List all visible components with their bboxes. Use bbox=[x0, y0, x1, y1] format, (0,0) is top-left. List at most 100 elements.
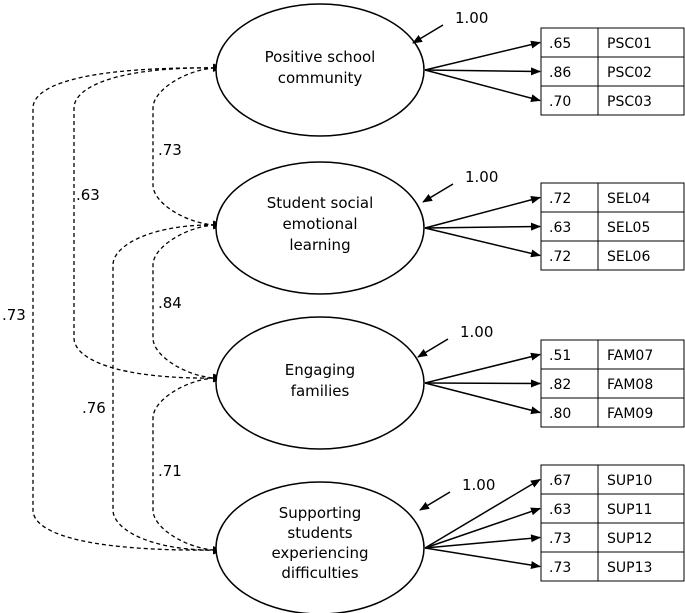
factor-loading: .73 bbox=[549, 531, 571, 547]
loading-arrow bbox=[424, 222, 541, 231]
loading-cell bbox=[540, 27, 599, 58]
indicator-code: SEL06 bbox=[607, 249, 650, 265]
correlation-curve bbox=[73, 63, 223, 383]
indicator-code: SEL05 bbox=[607, 220, 650, 236]
indicator-row: .63 SEL05 bbox=[424, 211, 685, 242]
factor-supporting-students-experiencing-difficulties: Supporting students experiencing difficulti… bbox=[215, 464, 685, 613]
factor-label-line: Supporting bbox=[279, 504, 362, 522]
indicator-cell bbox=[597, 27, 685, 58]
indicator-cell bbox=[597, 85, 685, 116]
correlation-0-3: .73 bbox=[2, 63, 223, 555]
factor-label-line: learning bbox=[289, 236, 350, 254]
indicator-row: .72 SEL06 bbox=[424, 227, 685, 271]
correlation-value: .73 bbox=[158, 141, 182, 159]
latent-factor-ellipse bbox=[215, 3, 425, 137]
factor-variance: 1.00 bbox=[460, 323, 493, 341]
correlation-value: .76 bbox=[82, 399, 106, 417]
indicator-row: .72 SEL04 bbox=[424, 182, 685, 229]
factor-loading: .73 bbox=[549, 560, 571, 576]
indicator-code: FAM08 bbox=[607, 377, 653, 393]
factor-variance: 1.00 bbox=[465, 168, 498, 186]
variance-arrow bbox=[417, 338, 449, 358]
indicator-code: PSC03 bbox=[607, 94, 652, 110]
correlation-curve bbox=[152, 373, 223, 555]
indicator-row: .63 SUP11 bbox=[424, 493, 685, 549]
factor-loading: .63 bbox=[549, 502, 571, 518]
factor-label-line: emotional bbox=[282, 215, 357, 233]
factor-loading: .80 bbox=[549, 406, 571, 422]
correlation-2-3: .71 bbox=[152, 373, 223, 555]
indicator-cell bbox=[597, 339, 685, 370]
factor-label-line: experiencing bbox=[271, 544, 368, 562]
latent-factor-ellipse bbox=[215, 481, 425, 613]
indicator-code: SUP10 bbox=[607, 473, 652, 489]
loading-cell bbox=[540, 240, 599, 271]
factor-label-line: community bbox=[278, 69, 363, 87]
factor-label-line: Engaging bbox=[285, 361, 355, 379]
factor-loading: .86 bbox=[549, 65, 571, 81]
indicator-code: FAM07 bbox=[607, 348, 653, 364]
correlation-0-1: .73 bbox=[152, 63, 223, 230]
indicator-row: .73 SUP13 bbox=[424, 547, 685, 582]
indicator-cell bbox=[597, 368, 685, 399]
correlation-1-2: .84 bbox=[152, 220, 223, 383]
indicator-row: .73 SUP12 bbox=[424, 522, 685, 553]
indicator-cell bbox=[597, 240, 685, 271]
factor-label-line: students bbox=[287, 524, 352, 542]
correlation-1-3: .76 bbox=[82, 220, 223, 555]
latent-factor-ellipse bbox=[215, 161, 425, 295]
latent-factor-ellipse bbox=[215, 316, 425, 450]
factor-label-line: Positive school bbox=[265, 48, 376, 66]
loading-arrow bbox=[424, 227, 541, 258]
factor-loading: .65 bbox=[549, 36, 571, 52]
variance-arrow bbox=[422, 183, 454, 203]
variance-arrow bbox=[419, 491, 451, 511]
indicator-cell bbox=[597, 551, 685, 582]
indicator-row: .82 FAM08 bbox=[424, 368, 685, 399]
loading-cell bbox=[540, 464, 599, 495]
indicator-code: SEL04 bbox=[607, 191, 650, 207]
correlation-curve bbox=[152, 63, 223, 230]
factor-loading: .72 bbox=[549, 249, 571, 265]
loading-cell bbox=[540, 397, 599, 428]
loading-arrow bbox=[424, 507, 541, 549]
correlation-value: .73 bbox=[2, 306, 26, 324]
factor-label-line: Student social bbox=[267, 194, 374, 212]
variance-arrow bbox=[412, 24, 444, 44]
indicator-cell bbox=[597, 397, 685, 428]
correlation-curve bbox=[32, 63, 223, 555]
loading-arrow bbox=[424, 40, 541, 71]
loading-arrow bbox=[424, 67, 541, 76]
loading-arrow bbox=[424, 379, 541, 388]
factor-loading: .82 bbox=[549, 377, 571, 393]
indicator-code: SUP13 bbox=[607, 560, 652, 576]
loading-arrow bbox=[424, 534, 541, 549]
factor-label-line: difficulties bbox=[281, 564, 358, 582]
correlation-value: .84 bbox=[158, 294, 182, 312]
correlation-value: .63 bbox=[76, 186, 100, 204]
indicator-cell bbox=[597, 211, 685, 242]
indicator-cell bbox=[597, 182, 685, 213]
loading-cell bbox=[540, 85, 599, 116]
indicator-cell bbox=[597, 522, 685, 553]
correlation-0-2: .63 bbox=[73, 63, 223, 383]
factor-loading: .63 bbox=[549, 220, 571, 236]
factor-loading: .72 bbox=[549, 191, 571, 207]
indicator-code: SUP11 bbox=[607, 502, 652, 518]
loading-arrow bbox=[424, 195, 541, 229]
indicator-code: SUP12 bbox=[607, 531, 652, 547]
loading-arrow bbox=[424, 382, 541, 415]
indicator-code: PSC01 bbox=[607, 36, 652, 52]
